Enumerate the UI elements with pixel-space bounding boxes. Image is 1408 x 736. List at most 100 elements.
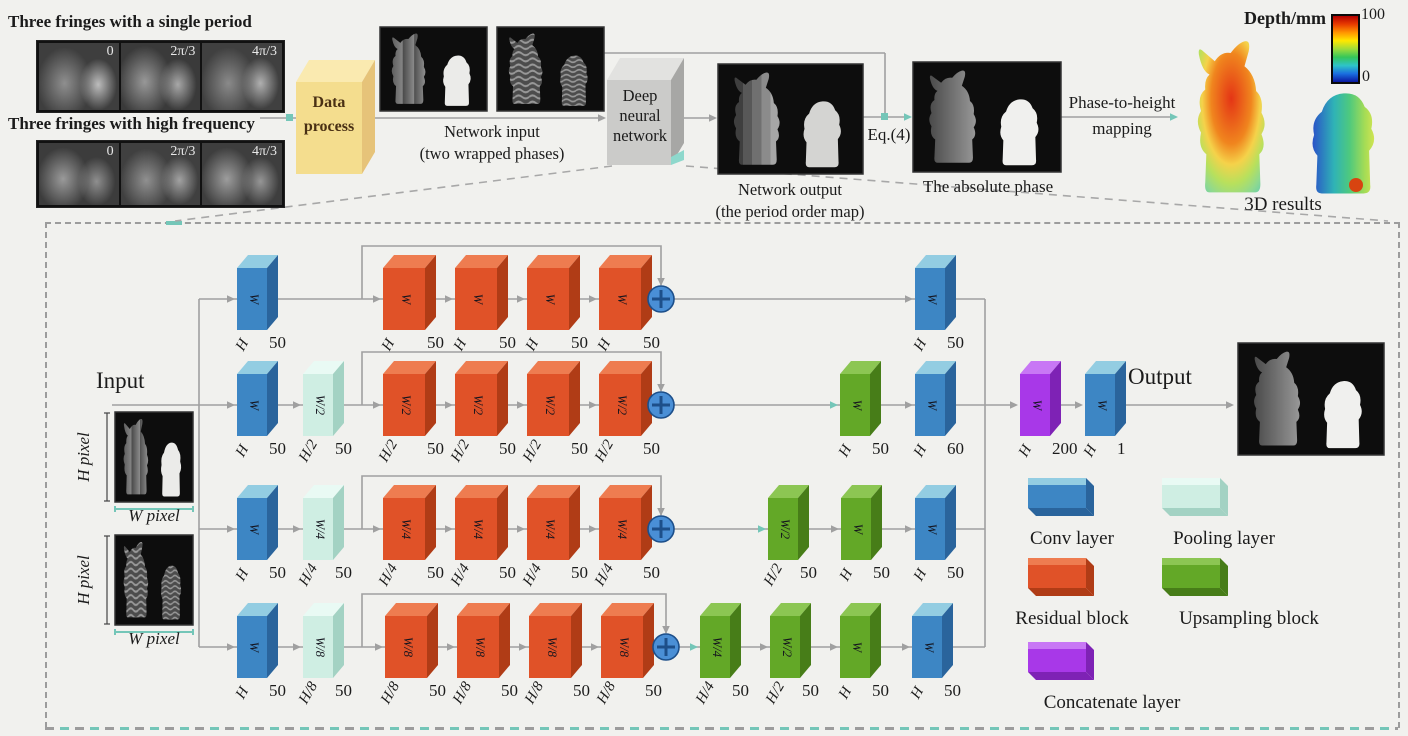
block-height-label: H (910, 565, 930, 584)
block-width-label: W/4 (543, 519, 557, 539)
skip-connection (361, 593, 667, 647)
arrowhead-icon (517, 401, 525, 409)
flow-line (174, 165, 613, 222)
block-height-label: H/4 (591, 561, 617, 590)
fringe-strip-single: 0 2π/3 4π/3 (36, 40, 285, 113)
arrowhead-icon (373, 401, 381, 409)
legend-res-label: Residual block (1015, 608, 1129, 629)
legend-concat-label: Concatenate layer (1043, 692, 1181, 713)
arrowhead-icon (709, 114, 717, 122)
block-channels-label: 50 (269, 439, 286, 458)
result-3d-kitty (1197, 41, 1265, 193)
teal-dash-accent (166, 221, 182, 225)
arrowhead-icon (831, 525, 839, 533)
block-channels-label: 50 (335, 439, 352, 458)
fringe-image: 4π/3 (202, 43, 283, 110)
block-width-label: W/4 (313, 519, 327, 539)
block-channels-label: 50 (429, 681, 446, 700)
res-block: W/4H/4 50 (519, 485, 588, 590)
block-channels-label: 50 (499, 563, 516, 582)
arrowhead-icon (293, 401, 301, 409)
block-channels-label: 50 (499, 439, 516, 458)
block-height-label: H/4 (692, 679, 718, 708)
dnn-label-3: network (612, 126, 668, 145)
arrowhead-icon (445, 525, 453, 533)
block-height-label: H/4 (375, 561, 401, 590)
arrowhead-icon (902, 643, 910, 651)
block-channels-label: 50 (501, 681, 518, 700)
h-pixel-label-2: H pixel (74, 555, 93, 605)
block-width-label: W (543, 294, 557, 306)
block-channels-label: 50 (571, 439, 588, 458)
block-width-label: W/8 (545, 637, 559, 658)
block-height-label: H (232, 335, 252, 354)
arrowhead-icon (905, 525, 913, 533)
block-height-label: H (232, 565, 252, 584)
phase-label: 2π/3 (170, 44, 196, 59)
data-process-label-2: process (303, 118, 355, 135)
arrowhead-icon (598, 114, 606, 122)
block-height-label: H/2 (375, 437, 401, 466)
scene-image-p2 (114, 534, 194, 626)
block-channels-label: 60 (947, 439, 964, 458)
block-width-label: W (1030, 400, 1044, 412)
block-height-label: H (232, 441, 252, 460)
block-width-label: W/8 (473, 637, 487, 658)
h-pixel-label-1: H pixel (74, 432, 93, 482)
add-node (647, 391, 675, 419)
block-channels-label: 50 (944, 681, 961, 700)
arrowhead-icon (657, 384, 665, 392)
arrowhead-icon (1226, 401, 1234, 409)
add-node (652, 633, 680, 661)
scene-image-abs (1237, 342, 1385, 456)
dnn-label-2: neural (619, 106, 661, 125)
block-width-label: W/4 (615, 519, 629, 539)
arrowhead-icon (373, 295, 381, 303)
block-width-label: W/2 (778, 519, 792, 539)
block-height-label: H/8 (521, 679, 547, 708)
block-height-label: H (910, 441, 930, 460)
res-block: W/8H/8 50 (521, 603, 590, 708)
block-height-label: H/4 (519, 561, 545, 590)
block-channels-label: 50 (335, 563, 352, 582)
arrowhead-icon (662, 626, 670, 634)
arrowhead-icon (1075, 401, 1083, 409)
block-width-label: W/2 (780, 637, 794, 657)
block-width-label: W (247, 294, 261, 306)
arrowhead-icon (657, 508, 665, 516)
block-width-label: W/8 (313, 637, 327, 658)
add-node (647, 285, 675, 313)
block-height-label: H/8 (295, 679, 321, 708)
block-channels-label: 50 (645, 681, 662, 700)
block-height-label: H (910, 335, 930, 354)
block-height-label: H/2 (762, 679, 788, 708)
block-channels-label: 50 (643, 333, 660, 352)
block-channels-label: 50 (573, 681, 590, 700)
arrowhead-icon (293, 643, 301, 651)
fringe-single-title: Three fringes with a single period (8, 12, 252, 31)
mapping-label: mapping (1092, 119, 1152, 138)
network-input-caption-2: (two wrapped phases) (419, 144, 565, 163)
block-width-label: W/2 (471, 395, 485, 415)
block-width-label: W (615, 294, 629, 306)
block-width-label: W/4 (471, 519, 485, 539)
net-input-label: Input (96, 368, 145, 393)
arrowhead-icon (373, 525, 381, 533)
block-channels-label: 50 (269, 681, 286, 700)
block-width-label: W (247, 642, 261, 654)
block-channels-label: 1 (1117, 439, 1126, 458)
block-height-label: H (835, 683, 855, 702)
arrowhead-icon (589, 525, 597, 533)
block-channels-label: 50 (571, 563, 588, 582)
